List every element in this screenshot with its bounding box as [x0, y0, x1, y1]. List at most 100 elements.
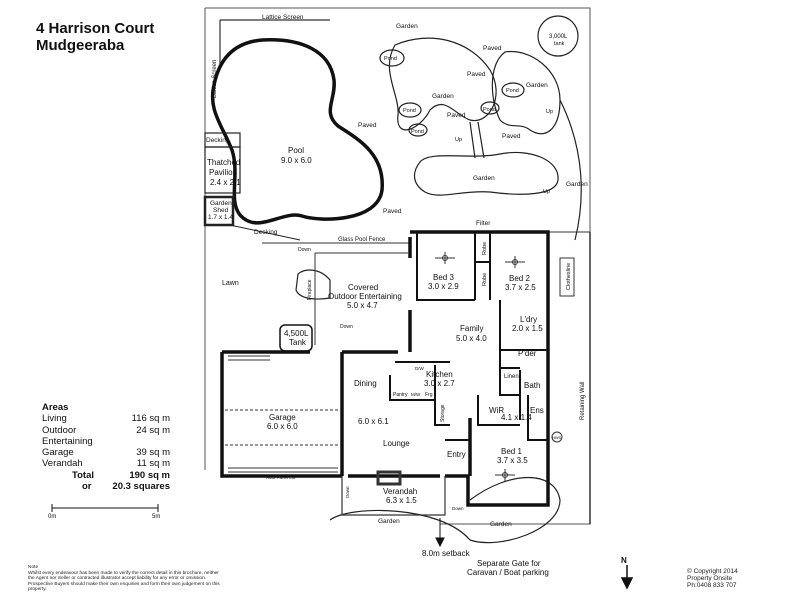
areas-row: Verandah 11 sq m [42, 458, 170, 469]
label-decking-2: Decking [254, 229, 278, 236]
label-covered-1: Covered [348, 283, 378, 292]
fences [262, 231, 590, 345]
pond-4 [501, 82, 525, 98]
label-north: N [621, 556, 627, 565]
label-garden-2: Garden [432, 93, 454, 100]
label-gate-1: Separate Gate for [477, 559, 541, 568]
label-dw: D/W [415, 366, 425, 371]
areas-row-name: Garage [42, 447, 74, 459]
label-covered-2: Outdoor Entertaining [328, 292, 402, 301]
label-wir: WiR [489, 406, 504, 415]
label-paved-4: Paved [358, 122, 377, 129]
label-glass-fence: Glass Pool Fence [338, 237, 386, 243]
label-bed3: Bed 3 [433, 273, 454, 282]
scale-bar [51, 504, 159, 512]
label-wir-dim: 4.1 x 1.4 [501, 413, 532, 422]
label-kitchen: Kitchen [426, 370, 453, 379]
label-auto-panel-lift: Auto Panel Lift [266, 475, 296, 480]
label-living-dim: 6.0 x 6.1 [358, 417, 389, 426]
label-robe-2: Robe [482, 273, 488, 286]
label-family: Family [460, 324, 484, 333]
clothesline-box [559, 257, 575, 297]
label-garage: Garage [269, 413, 296, 422]
label-gate-2: Caravan / Boat parking [467, 568, 549, 577]
label-bed3-dim: 3.0 x 2.9 [428, 282, 459, 291]
address-line-1: 4 Harrison Court [36, 20, 155, 37]
garden-shed [203, 195, 235, 227]
areas-row: Outdoor Entertaining 24 sq m [42, 425, 170, 448]
label-pavilion-1: Thatched [207, 158, 240, 167]
address-line-2: Mudgeeraba [36, 37, 125, 54]
areas-or-label: or [82, 481, 92, 493]
garden-edge-east [559, 99, 582, 241]
copyright-line-2: Property Onsite [687, 575, 733, 582]
label-pool-name: Pool [288, 146, 304, 155]
label-ldry: L'dry [520, 315, 537, 324]
label-fireplace: Fireplace [307, 279, 313, 300]
label-shed-2: Shed [213, 207, 229, 214]
label-robe-1: Robe [482, 242, 488, 255]
label-garden-5: Garden [566, 181, 588, 188]
label-up-2: Up [546, 109, 553, 115]
label-garden-6: Garden [378, 518, 400, 525]
garden-bed-east [491, 50, 561, 135]
house-walls [220, 230, 550, 507]
verandah-outline [341, 470, 446, 516]
label-garage-dim: 6.0 x 6.0 [267, 422, 298, 431]
label-bath: Bath [524, 381, 540, 390]
areas-total-row: Total 190 sq m [42, 470, 170, 481]
garden-bed-south [414, 151, 559, 196]
label-lawn: Lawn [222, 280, 239, 287]
label-bed2: Bed 2 [509, 274, 530, 283]
label-pond-4: Pond [506, 88, 519, 94]
areas-or-value: 20.3 squares [112, 481, 170, 493]
label-down-3: Down [345, 486, 350, 498]
label-pond-1: Pond [384, 56, 397, 62]
label-pond-2: Pond [403, 108, 416, 114]
garden-bed-west [295, 269, 331, 300]
areas-row: Garage 39 sq m [42, 447, 170, 458]
garden-bed-north [388, 37, 497, 131]
label-family-dim: 5.0 x 4.0 [456, 334, 487, 343]
note-title: Note [28, 565, 39, 570]
label-down-2: Down [340, 324, 353, 330]
pond-1 [379, 49, 405, 67]
areas-row: Living 116 sq m [42, 413, 170, 424]
label-tank-3000-sub: tank [554, 41, 565, 47]
label-paved-2: Paved [467, 71, 486, 78]
label-pavilion-2: Pavilion [209, 168, 237, 177]
label-clothesline: Clothesline [566, 263, 572, 290]
interior-walls [389, 232, 548, 441]
label-filter: Filter [476, 220, 491, 227]
label-pavilion-dim: 2.4 x 2.1 [210, 178, 241, 187]
copyright-block: © Copyright 2014 Property Onsite Ph:0408… [687, 568, 738, 589]
label-scale-0: 0m [48, 514, 56, 520]
label-verandah: Verandah [383, 487, 417, 496]
label-tank-4500-sub: Tank [289, 338, 307, 347]
label-pond-5: Pond [483, 107, 496, 113]
label-verandah-dim: 6.3 x 1.5 [386, 496, 417, 505]
areas-table: Areas Living 116 sq m Outdoor Entertaini… [42, 402, 170, 492]
disclaimer-note: Note Whilst every endeavour has been mad… [28, 565, 224, 593]
garden-edge-southeast [469, 476, 561, 544]
label-scale-5: 5m [152, 514, 160, 520]
pond-3 [408, 123, 428, 137]
pool [210, 38, 384, 225]
areas-total-value: 190 sq m [129, 469, 170, 481]
label-bed2-dim: 3.7 x 2.5 [505, 283, 536, 292]
label-pool-dim: 9.0 x 6.0 [281, 156, 312, 165]
outbuildings [203, 132, 301, 241]
label-pantry: Pantry [393, 392, 408, 398]
areas-row-name: Living [42, 413, 67, 425]
label-bed1-dim: 3.7 x 3.5 [497, 456, 528, 465]
label-hws: HWS [552, 435, 562, 440]
stair-path [469, 121, 485, 159]
copyright-line-3: Ph:0408 833 707 [687, 582, 737, 589]
label-lounge: Lounge [383, 439, 410, 448]
label-shed-dim: 1.7 x 1.4 [208, 214, 233, 221]
label-up-1: Up [455, 137, 462, 143]
label-lattice-screen-top: Lattice Screen [262, 14, 304, 21]
label-dining: Dining [354, 379, 377, 388]
label-tank-4500: 4,500L [284, 329, 309, 338]
label-down-1: Down [298, 247, 311, 253]
